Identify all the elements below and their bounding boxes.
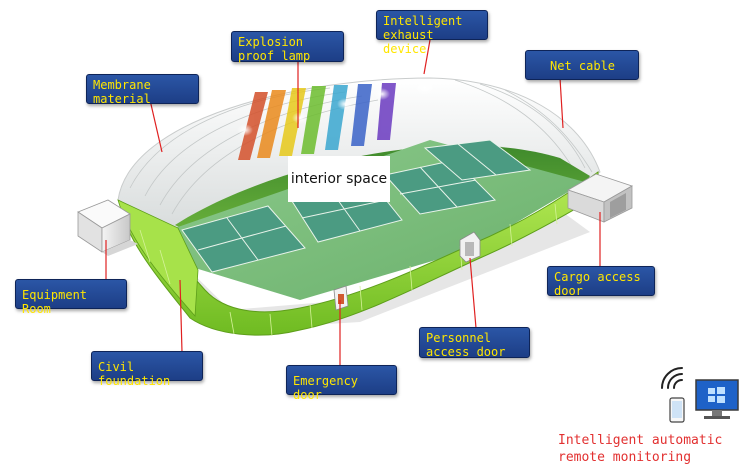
label-explosion-proof-lamp: Explosion proof lamp — [231, 31, 344, 63]
label-cargo-access-door: Cargo access door — [547, 266, 655, 298]
tennis-courts — [181, 139, 532, 273]
emergency-door — [333, 285, 349, 311]
cargo-door-box — [567, 173, 633, 223]
label-net-cable: Net cable — [525, 50, 639, 80]
remote-monitoring-caption: Intelligent automatic remote monitoring — [558, 433, 723, 465]
windows-logo-icon — [708, 387, 725, 403]
label-emergency-door: Emergency door — [286, 365, 397, 402]
label-membrane-material: Membrane material — [86, 74, 199, 106]
label-intelligent-exhaust-device: Intelligent exhaust device — [376, 10, 488, 56]
smartphone-icon — [669, 397, 685, 423]
label-interior-space: interior space — [288, 156, 390, 202]
label-equipment-room: Equipment Room — [15, 279, 127, 316]
label-personnel-access-door: Personnel access door — [419, 327, 530, 359]
equipment-room-box — [77, 199, 138, 256]
personnel-door — [459, 231, 481, 263]
monitor-icon — [695, 379, 739, 419]
wifi-signal-icon — [661, 367, 683, 389]
leader-lines — [105, 39, 601, 366]
label-civil-foundation: Civil foundation — [91, 351, 203, 388]
